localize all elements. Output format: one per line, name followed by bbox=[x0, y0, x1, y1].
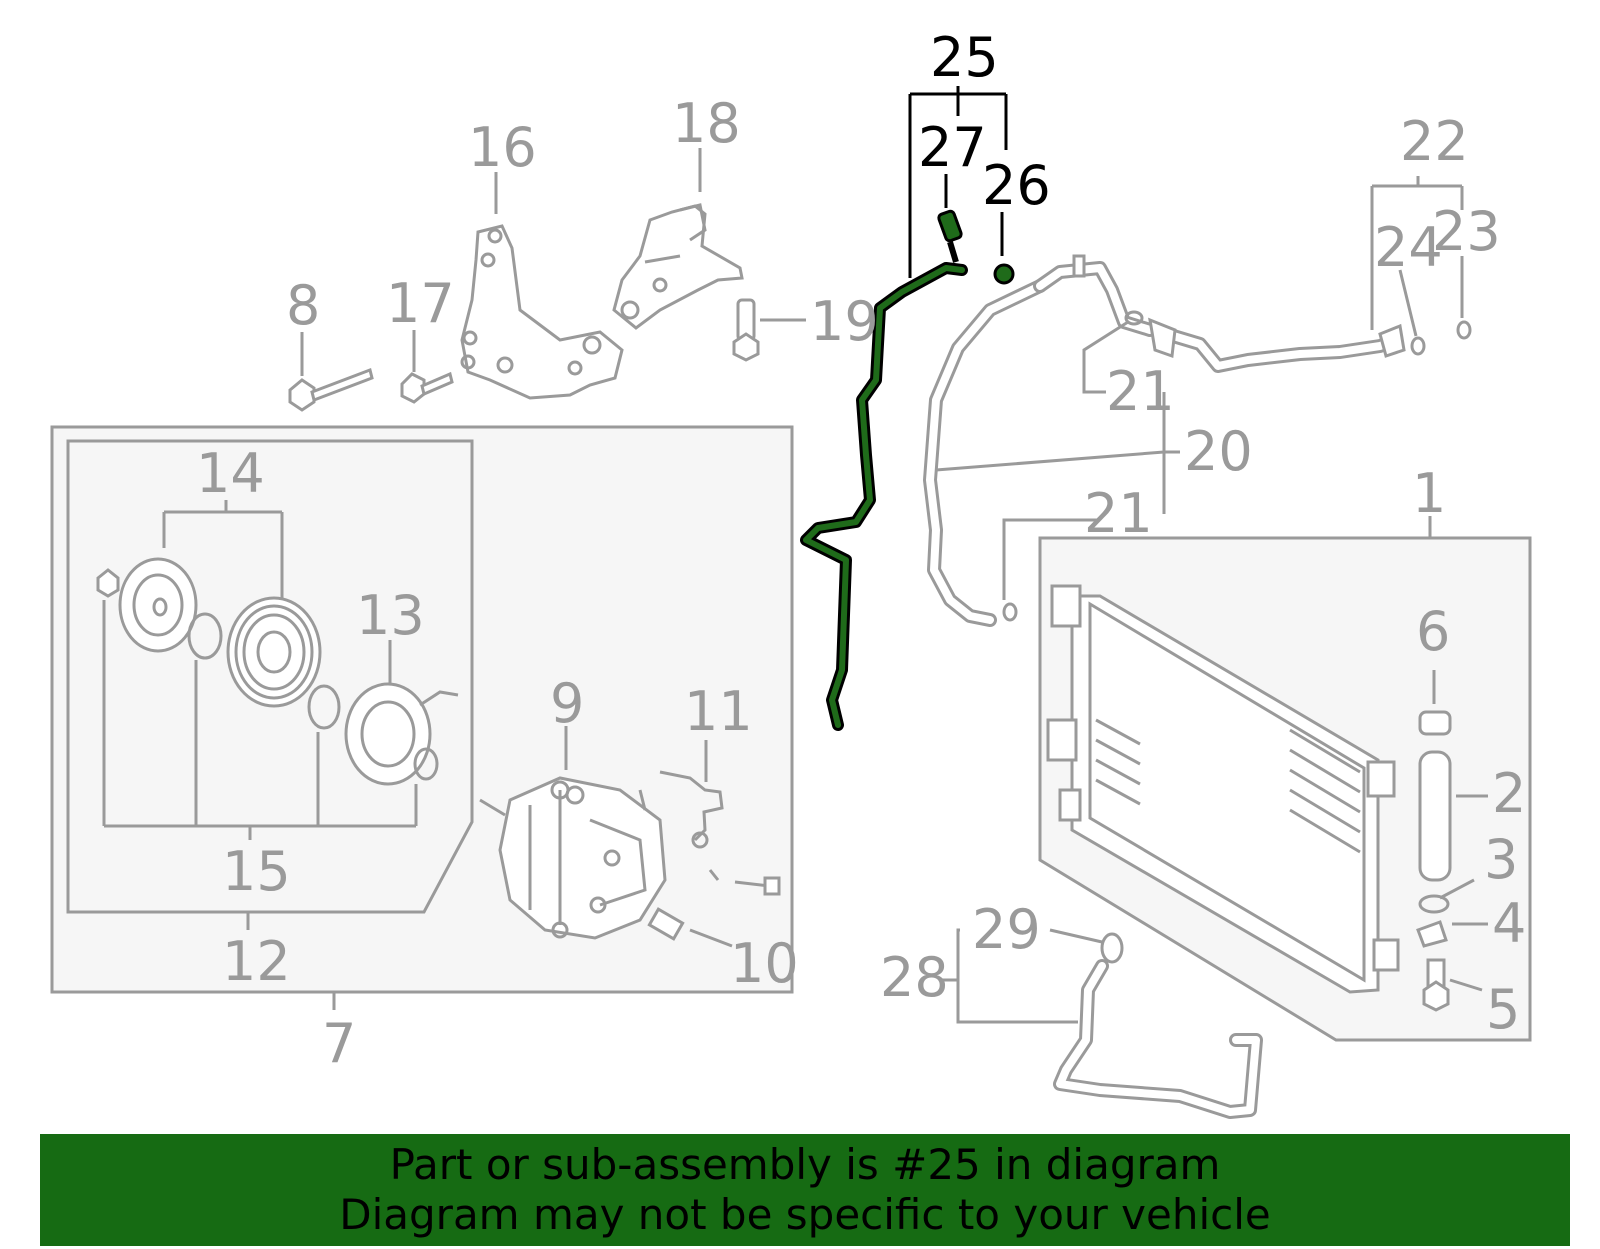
callout-27: 27 bbox=[918, 116, 987, 179]
callout-18: 18 bbox=[672, 92, 741, 155]
banner-line-1: Part or sub-assembly is #25 in diagram bbox=[389, 1140, 1221, 1189]
callout-4: 4 bbox=[1492, 892, 1526, 955]
hose-22 bbox=[1148, 317, 1472, 373]
callout-25: 25 bbox=[930, 26, 999, 89]
callout-2: 2 bbox=[1492, 762, 1526, 825]
callout-7: 7 bbox=[322, 1012, 356, 1075]
info-banner: Part or sub-assembly is #25 in diagram D… bbox=[40, 1134, 1570, 1246]
line-28 bbox=[1053, 932, 1263, 1119]
callout-19: 19 bbox=[810, 290, 879, 353]
compressor-body bbox=[479, 776, 667, 940]
bracket-18 bbox=[612, 203, 744, 330]
bolt-8 bbox=[288, 367, 374, 412]
callout-15: 15 bbox=[222, 840, 291, 903]
callout-3: 3 bbox=[1484, 828, 1518, 891]
banner-line-2: Diagram may not be specific to your vehi… bbox=[339, 1190, 1271, 1239]
callout-5: 5 bbox=[1486, 978, 1520, 1041]
callout-16: 16 bbox=[468, 116, 537, 179]
bolt-17 bbox=[400, 371, 454, 404]
clutch-hub-plate bbox=[118, 557, 198, 653]
callout-12: 12 bbox=[222, 930, 291, 993]
callout-11: 11 bbox=[684, 680, 753, 743]
callout-20: 20 bbox=[1184, 420, 1253, 483]
callout-1: 1 bbox=[1412, 462, 1446, 525]
pressure-switch-11 bbox=[659, 770, 781, 896]
hose-20 bbox=[923, 254, 1157, 627]
bolt-19 bbox=[732, 298, 760, 362]
bracket-16 bbox=[460, 224, 624, 400]
callout-26: 26 bbox=[982, 154, 1051, 217]
condenser bbox=[1046, 584, 1400, 994]
callout-28: 28 bbox=[880, 946, 949, 1009]
hub-nut bbox=[96, 568, 120, 598]
snap-ring-3 bbox=[413, 747, 439, 781]
callout-22: 22 bbox=[1400, 110, 1469, 173]
leader-lines bbox=[102, 86, 1488, 1024]
pulley bbox=[226, 596, 322, 708]
callout-24: 24 bbox=[1374, 216, 1443, 279]
callout-10: 10 bbox=[730, 932, 799, 995]
callout-17: 17 bbox=[386, 272, 455, 335]
callout-21a: 21 bbox=[1106, 360, 1175, 423]
callout-29: 29 bbox=[972, 898, 1041, 961]
callout-numbers: 1 2 3 4 5 6 7 8 9 10 11 12 13 14 15 16 1… bbox=[196, 26, 1526, 1075]
snap-ring-1 bbox=[187, 612, 223, 660]
relief-valve-10 bbox=[647, 907, 685, 941]
callout-21b: 21 bbox=[1084, 482, 1153, 545]
callout-13: 13 bbox=[356, 584, 425, 647]
highlighted-part-25 bbox=[800, 209, 1015, 731]
receiver-drier-2 bbox=[1416, 710, 1452, 1012]
field-coil bbox=[344, 682, 459, 786]
callout-9: 9 bbox=[550, 672, 584, 735]
snap-ring-2 bbox=[307, 684, 341, 730]
callout-23: 23 bbox=[1432, 200, 1501, 263]
callout-6: 6 bbox=[1416, 600, 1450, 663]
callout-8: 8 bbox=[286, 274, 320, 337]
callout-14: 14 bbox=[196, 442, 265, 505]
